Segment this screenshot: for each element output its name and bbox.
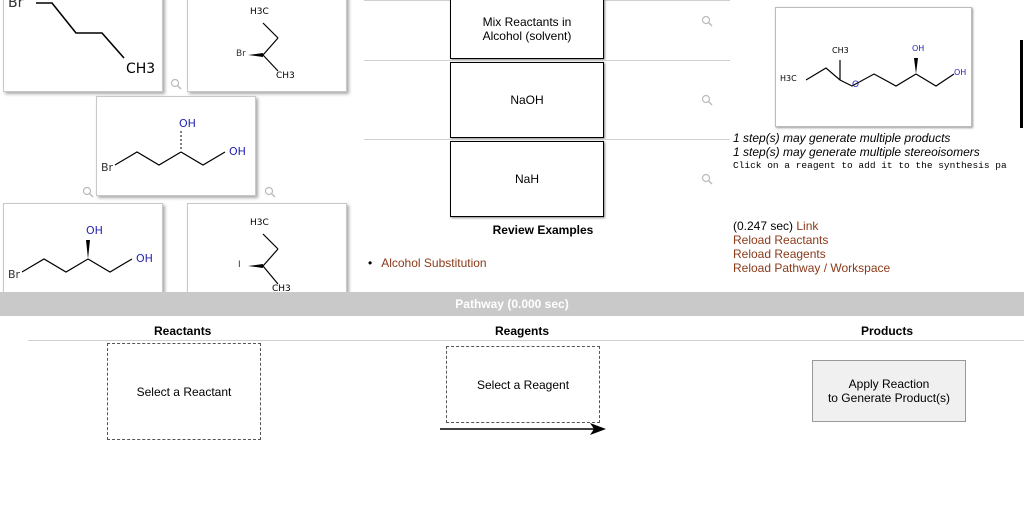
reactant-card-5[interactable]: H3C I CH3 (187, 203, 347, 297)
structure-bromobutanediol-s (114, 131, 226, 166)
atom-ch3: CH3 (832, 46, 849, 55)
atom-h3c: H3C (250, 7, 269, 17)
reagent-label: Mix Reactants in Alcohol (solvent) (482, 14, 572, 43)
atom-br: Br (101, 161, 114, 174)
atom-oh: OH (136, 252, 153, 265)
reactant-card-2[interactable]: H3C Br CH3 (187, 0, 347, 92)
timing-text: (0.247 sec) (733, 219, 794, 233)
note-multiple-products: 1 step(s) may generate multiple products (733, 131, 951, 145)
right-edge-marks (1020, 40, 1024, 128)
apply-reaction-label-1: Apply Reaction (848, 377, 930, 391)
magnifier-icon[interactable] (170, 78, 182, 90)
divider (364, 60, 730, 61)
magnifier-icon[interactable] (82, 186, 94, 198)
arrow-right-icon (440, 423, 606, 435)
review-example-item: •Alcohol Substitution (368, 256, 487, 270)
atom-h3c: H3C (250, 218, 269, 228)
pathway-divider (28, 340, 1024, 341)
reload-pathway-link[interactable]: Reload Pathway / Workspace (733, 261, 891, 275)
reagent-nah[interactable]: NaH (450, 141, 604, 217)
reagent-label: NaH (514, 172, 539, 186)
timing-row: (0.247 sec) Link (733, 219, 818, 233)
magnifier-icon[interactable] (701, 173, 713, 185)
apply-reaction-button[interactable]: Apply Reaction to Generate Product(s) (812, 360, 966, 422)
atom-ch3: CH3 (272, 284, 291, 294)
reagent-label: NaOH (510, 93, 544, 107)
select-reagent-label: Select a Reagent (476, 377, 570, 392)
select-reactant-slot[interactable]: Select a Reactant (107, 343, 261, 440)
structure-1-bromobutane (36, 2, 125, 59)
review-examples-heading: Review Examples (492, 223, 594, 237)
review-link-alcohol-substitution[interactable]: Alcohol Substitution (381, 256, 487, 270)
structure-product-ether-diol (805, 58, 955, 87)
products-header: Products (861, 324, 914, 338)
atom-ch3: CH3 (276, 71, 295, 81)
instruction-text: Click on a reagent to add it to the synt… (733, 160, 1007, 171)
atom-br: Br (8, 0, 24, 11)
atom-ch3: CH3 (126, 61, 156, 77)
timing-link[interactable]: Link (796, 219, 819, 233)
reactants-header: Reactants (154, 324, 212, 338)
magnifier-icon[interactable] (264, 186, 276, 198)
structure-2-bromobutane (248, 22, 279, 72)
reload-reactants-link[interactable]: Reload Reactants (733, 233, 829, 247)
atom-o: O (852, 80, 860, 90)
atom-i: I (238, 260, 241, 270)
structure-2-iodobutane (248, 233, 279, 285)
reagent-naoh[interactable]: NaOH (450, 62, 604, 138)
reactant-card-1[interactable]: Br CH3 (3, 0, 163, 92)
divider (364, 139, 730, 140)
magnifier-icon[interactable] (701, 94, 713, 106)
select-reagent-slot[interactable]: Select a Reagent (446, 346, 600, 423)
reagent-mix-alcohol[interactable]: Mix Reactants in Alcohol (solvent) (450, 0, 604, 59)
atom-oh: OH (954, 68, 967, 77)
atom-br: Br (8, 268, 21, 281)
atom-oh: OH (179, 117, 196, 130)
apply-reaction-label-2: to Generate Product(s) (827, 391, 951, 405)
structure-bromobutanediol-r (21, 240, 133, 273)
product-card[interactable]: CH3 OH H3C O OH (775, 7, 972, 127)
atom-oh: OH (912, 44, 925, 53)
pathway-title-bar: Pathway (0.000 sec) (0, 292, 1024, 316)
reagents-header: Reagents (495, 324, 550, 338)
select-reactant-label: Select a Reactant (136, 384, 232, 399)
reload-reagents-link[interactable]: Reload Reagents (733, 247, 826, 261)
magnifier-icon[interactable] (701, 15, 713, 27)
reactant-card-3[interactable]: OH Br OH (96, 96, 256, 196)
atom-br: Br (236, 49, 246, 59)
atom-oh: OH (86, 224, 103, 237)
reactant-card-4[interactable]: OH Br OH (3, 203, 163, 297)
atom-h3c: H3C (780, 74, 797, 83)
note-multiple-stereoisomers: 1 step(s) may generate multiple stereois… (733, 145, 980, 159)
atom-oh: OH (229, 145, 246, 158)
